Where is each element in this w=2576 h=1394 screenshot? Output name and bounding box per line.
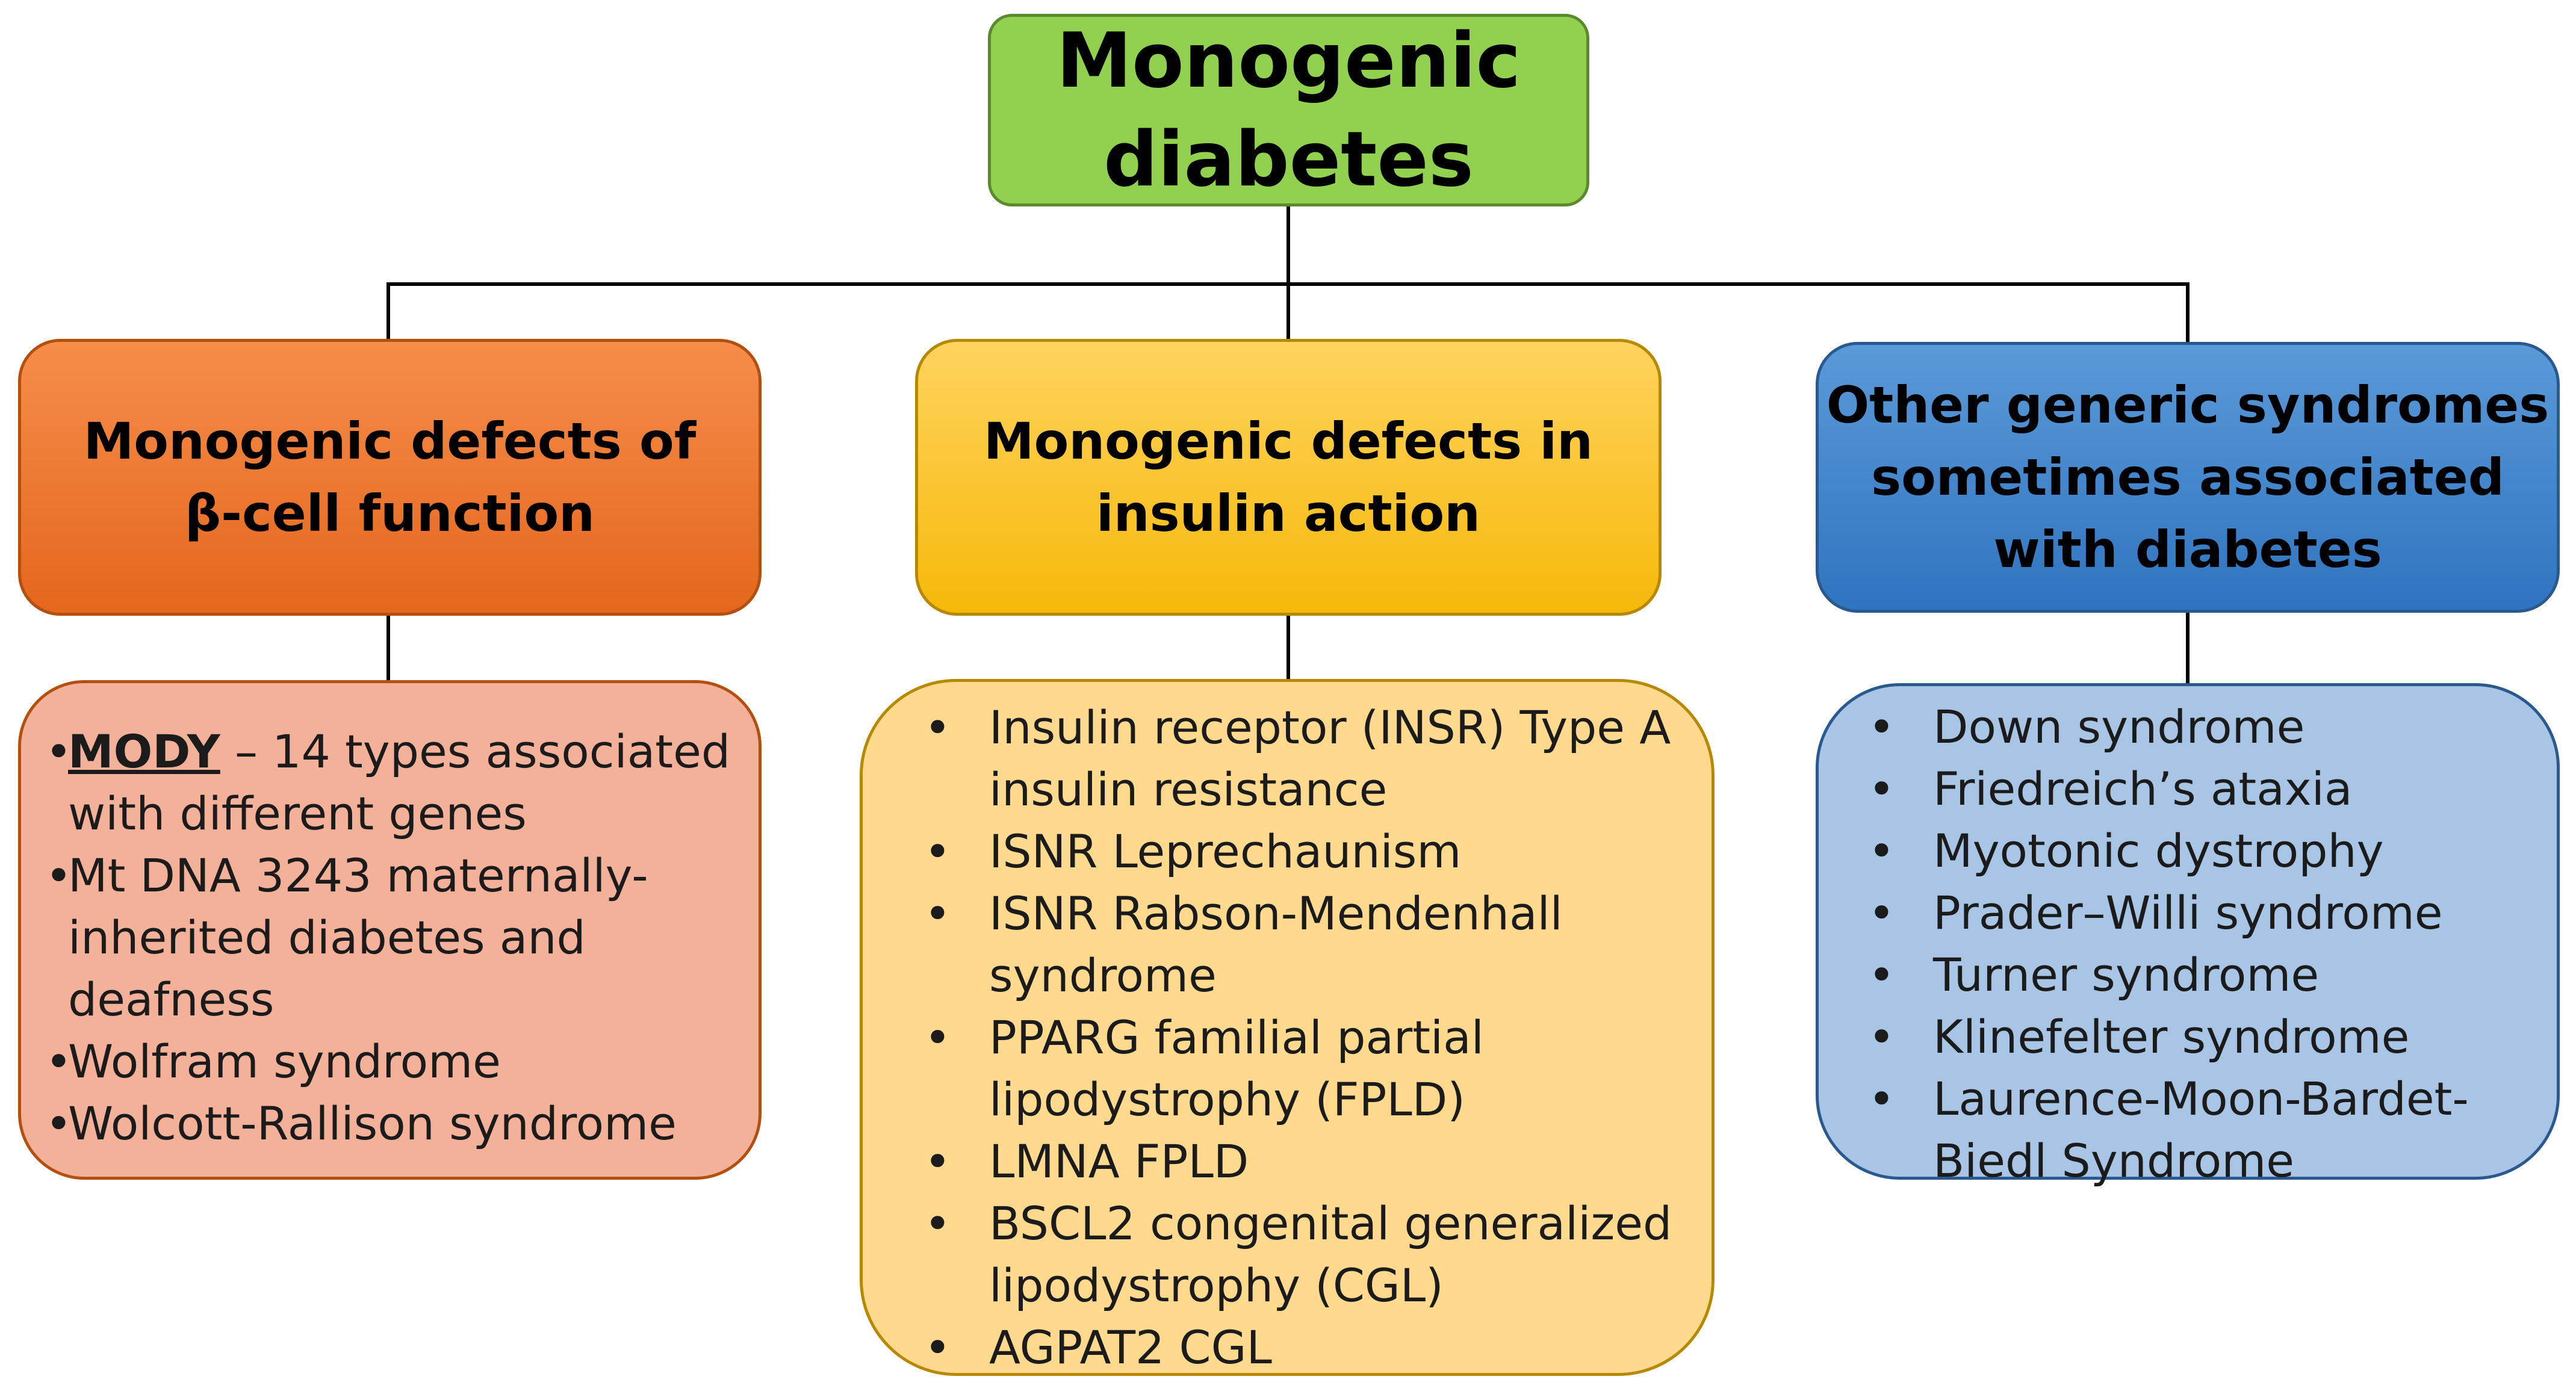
list-item-text: ISNR Rabson-Mendenhall syndrome	[989, 887, 1563, 1002]
list-item: • Myotonic dystrophy	[1868, 820, 2533, 882]
list-item-term: MODY	[68, 725, 220, 778]
list-beta-cell: •MODY – 14 types associated with differe…	[45, 720, 734, 1154]
list-item-text: ISNR Leprechaunism	[989, 825, 1462, 878]
bullet-icon: •	[924, 887, 951, 940]
list-insulin-action: • Insulin receptor (INSR) Type A insulin …	[924, 696, 1687, 1378]
list-item-text: Klinefelter syndrome	[1933, 1010, 2410, 1064]
bullet-icon: •	[924, 701, 951, 754]
list-box-insulin-action: • Insulin receptor (INSR) Type A insulin …	[860, 679, 1715, 1376]
list-item: • Down syndrome	[1868, 696, 2533, 758]
bullet-icon: •	[1868, 1010, 1895, 1064]
list-item-text: LMNA FPLD	[989, 1135, 1249, 1188]
list-item: •MODY – 14 types associated with differe…	[45, 720, 734, 844]
bullet-icon: •	[924, 1011, 951, 1064]
list-item: • PPARG familial partial lipodystrophy (F…	[924, 1006, 1687, 1130]
bullet-icon: •	[924, 1197, 951, 1250]
list-item-text: Mt DNA 3243 maternally-inherited diabete…	[68, 849, 648, 1026]
list-item-text: Wolfram syndrome	[68, 1035, 501, 1088]
root-title: Monogenic diabetes	[1056, 16, 1521, 203]
list-item: • AGPAT2 CGL	[924, 1316, 1687, 1378]
category-header-other-syndromes: Other generic syndromes sometimes associ…	[1816, 342, 2560, 613]
list-box-beta-cell: •MODY – 14 types associated with differe…	[18, 680, 762, 1180]
bullet-icon: •	[45, 849, 72, 902]
category-header-beta-cell: Monogenic defects of β-cell function	[18, 339, 762, 616]
list-item-text: Insulin receptor (INSR) Type A insulin r…	[989, 701, 1671, 816]
bullet-icon: •	[45, 725, 72, 778]
category-title-beta-cell: Monogenic defects of β-cell function	[83, 412, 697, 543]
bullet-icon: •	[924, 1135, 951, 1188]
category-header-insulin-action: Monogenic defects in insulin action	[915, 339, 1662, 616]
list-item: •Wolcott-Rallison syndrome	[45, 1092, 734, 1154]
list-item-text: Laurence-Moon-Bardet-Biedl Syndrome	[1933, 1072, 2469, 1188]
list-item-text: Myotonic dystrophy	[1933, 824, 2384, 878]
bullet-icon: •	[1868, 948, 1895, 1002]
list-item-text: Down syndrome	[1933, 700, 2305, 754]
bullet-icon: •	[924, 1321, 951, 1374]
list-item-text: – 14 types associated with different gen…	[68, 725, 731, 840]
list-item: • Laurence-Moon-Bardet-Biedl Syndrome	[1868, 1068, 2533, 1192]
list-item: • ISNR Leprechaunism	[924, 820, 1687, 882]
list-item-text: Turner syndrome	[1933, 948, 2320, 1002]
list-item-text: Prader–Willi syndrome	[1933, 886, 2443, 940]
category-title-other-syndromes: Other generic syndromes sometimes associ…	[1826, 376, 2550, 579]
list-item: • Friedreich’s ataxia	[1868, 758, 2533, 820]
list-item-text: Friedreich’s ataxia	[1933, 762, 2353, 816]
list-other-syndromes: • Down syndrome • Friedreich’s ataxia • Myo…	[1868, 696, 2533, 1192]
list-item: • Insulin receptor (INSR) Type A insulin …	[924, 696, 1687, 820]
list-item-text: BSCL2 congenital generalized lipodystrop…	[989, 1197, 1672, 1312]
list-item: •Mt DNA 3243 maternally-inherited diabet…	[45, 844, 734, 1030]
bullet-icon: •	[924, 825, 951, 878]
list-item-text: AGPAT2 CGL	[989, 1321, 1272, 1374]
list-box-other-syndromes: • Down syndrome • Friedreich’s ataxia • Myo…	[1816, 683, 2560, 1188]
list-item: • ISNR Rabson-Mendenhall syndrome	[924, 882, 1687, 1006]
list-item: • Prader–Willi syndrome	[1868, 882, 2533, 944]
bullet-icon: •	[1868, 824, 1895, 878]
bullet-icon: •	[1868, 762, 1895, 816]
root-node: Monogenic diabetes	[988, 14, 1589, 206]
bullet-icon: •	[1868, 886, 1895, 940]
bullet-icon: •	[45, 1097, 72, 1150]
list-item: •Wolfram syndrome	[45, 1030, 734, 1092]
list-item: • Turner syndrome	[1868, 944, 2533, 1006]
list-item: • Klinefelter syndrome	[1868, 1006, 2533, 1068]
bullet-icon: •	[1868, 700, 1895, 754]
bullet-icon: •	[45, 1035, 72, 1088]
list-item-text: PPARG familial partial lipodystrophy (FP…	[989, 1011, 1484, 1126]
list-item: • LMNA FPLD	[924, 1130, 1687, 1192]
category-title-insulin-action: Monogenic defects in insulin action	[984, 412, 1593, 543]
bullet-icon: •	[1868, 1072, 1895, 1126]
list-item-text: Wolcott-Rallison syndrome	[68, 1097, 677, 1150]
list-item: • BSCL2 congenital generalized lipodystro…	[924, 1192, 1687, 1316]
